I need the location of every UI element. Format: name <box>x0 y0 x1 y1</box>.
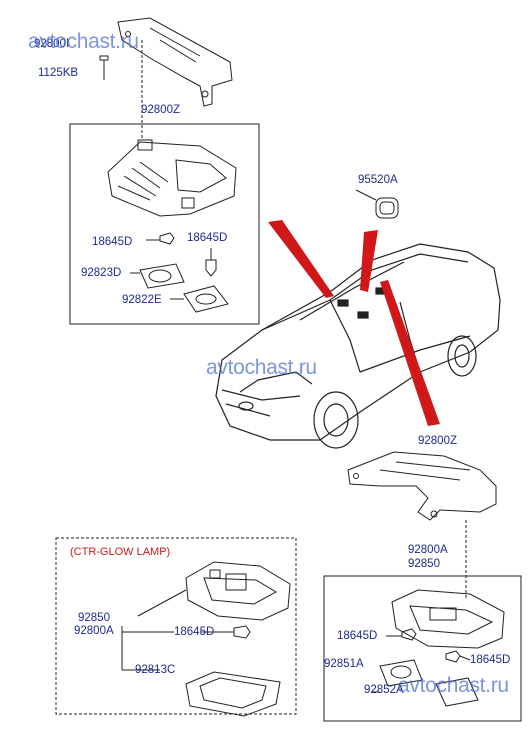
ctr-leaders <box>121 626 234 671</box>
part-label-92850-left: 92850 <box>78 612 110 624</box>
part-label-18645D-b: 18645D <box>187 232 228 244</box>
watermark-bottom: avtochast.ru <box>398 674 509 697</box>
connector-95520A <box>355 189 399 219</box>
part-label-18645D-c: 18645D <box>337 630 378 642</box>
part-label-92800I: 92800I <box>34 38 70 50</box>
part-label-92851A: 92851A <box>324 658 364 670</box>
part-label-92823D: 92823D <box>81 267 122 279</box>
top-parts-box <box>69 123 260 325</box>
part-label-92800A-right: 92800A <box>408 544 448 556</box>
top-bulbs <box>130 232 229 313</box>
red-pointer-arrows <box>268 220 440 426</box>
ctr-leader-lamp <box>137 589 187 617</box>
right-bulbs <box>372 628 479 707</box>
part-label-92800Z-top: 92800Z <box>141 104 181 116</box>
right-lamp <box>391 589 505 649</box>
part-label-1125KB: 1125KB <box>38 67 79 79</box>
car-illustration <box>215 243 501 449</box>
ctr-glow-lamp-title: (CTR-GLOW LAMP) <box>70 546 171 558</box>
part-label-92813C: 92813C <box>135 664 176 676</box>
screw <box>99 55 109 80</box>
part-label-92850-right: 92850 <box>408 558 440 570</box>
right-parts-box <box>323 575 522 722</box>
part-label-92852A: 92852A <box>364 684 404 696</box>
part-label-18645D-e: 18645D <box>174 626 215 638</box>
part-label-18645D-a: 18645D <box>92 236 133 248</box>
ctr-bulb-lens <box>185 625 281 717</box>
part-label-18645D-d: 18645D <box>470 654 511 666</box>
part-label-92800Z-right: 92800Z <box>418 435 458 447</box>
watermark-top: avtochast.ru <box>28 30 139 53</box>
watermark-middle: avtochast.ru <box>206 356 317 379</box>
part-label-95520A: 95520A <box>358 174 398 186</box>
ctr-glow-lamp-box <box>55 537 297 715</box>
top-bracket <box>117 17 233 107</box>
part-label-92800A-left: 92800A <box>74 625 114 637</box>
top-lamp <box>107 139 237 217</box>
part-label-92822E: 92822E <box>122 294 162 306</box>
right-bracket <box>347 451 497 521</box>
ctr-lamp <box>185 561 291 621</box>
